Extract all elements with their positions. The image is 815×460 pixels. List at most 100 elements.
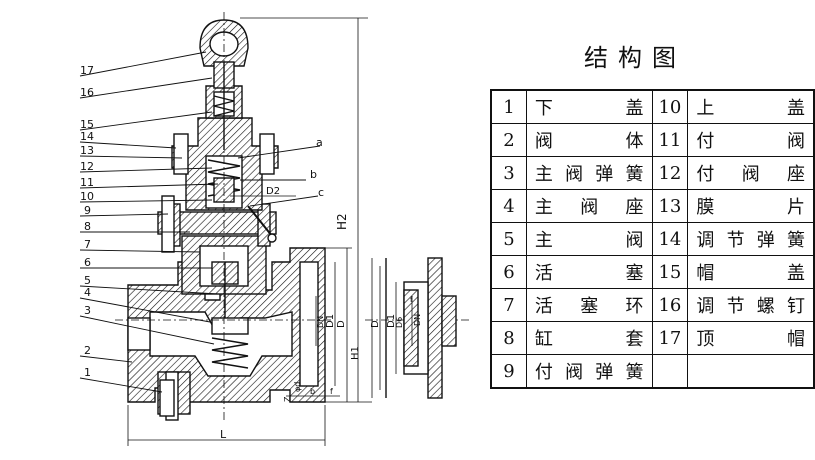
table-row: 8 缸套 17 顶帽 bbox=[490, 321, 815, 355]
part-name-text: 活塞 bbox=[534, 263, 644, 284]
callout-c: c bbox=[318, 186, 324, 199]
part-name: 阀体 bbox=[525, 123, 653, 157]
part-name: 上盖 bbox=[687, 89, 815, 124]
callout-11: 11 bbox=[80, 176, 94, 189]
callout-17: 17 bbox=[80, 64, 94, 77]
part-number: 16 bbox=[651, 288, 689, 322]
part-name: 活塞 bbox=[525, 255, 653, 289]
dimension-labels: H2 H1 L D2 D D1 DN D D1 D6 DN Z φd b f f bbox=[220, 186, 422, 441]
dim-d1-side: D1 bbox=[325, 314, 336, 328]
table-row: 3 主阀弹簧 12 付阀座 bbox=[490, 156, 815, 190]
page-title: 结构图 bbox=[584, 44, 686, 72]
callout-5: 5 bbox=[84, 274, 91, 287]
dim-h1: H1 bbox=[350, 346, 361, 360]
part-name-text: 阀体 bbox=[534, 131, 644, 152]
part-name-text: 调节螺钉 bbox=[696, 296, 805, 317]
dim-z: Z bbox=[283, 396, 292, 402]
dim-d-side: D bbox=[336, 320, 347, 328]
table-row: 1 下盖 10 上盖 bbox=[490, 89, 815, 124]
part-number: 13 bbox=[651, 189, 689, 223]
callout-10: 10 bbox=[80, 190, 94, 203]
table-row: 2 阀体 11 付阀 bbox=[490, 123, 815, 157]
part-number: 9 bbox=[490, 354, 527, 389]
part-name: 调节弹簧 bbox=[687, 222, 815, 256]
part-name-text: 缸套 bbox=[534, 329, 644, 350]
part-name-text: 付阀 bbox=[696, 131, 805, 152]
part-name: 膜片 bbox=[687, 189, 815, 223]
part-name: 顶帽 bbox=[687, 321, 815, 355]
part-name: 付阀 bbox=[687, 123, 815, 157]
callout-12: 12 bbox=[80, 160, 94, 173]
part-number: 2 bbox=[490, 123, 527, 157]
part-name-text: 帽盖 bbox=[696, 263, 805, 284]
part-name-text: 付阀座 bbox=[696, 164, 805, 185]
part-name-text: 付阀弹簧 bbox=[534, 362, 644, 383]
part-name-text: 主阀弹簧 bbox=[534, 164, 644, 185]
dim-f-small: f bbox=[410, 296, 413, 304]
callout-15: 15 bbox=[80, 118, 94, 131]
part-name-text: 顶帽 bbox=[696, 329, 805, 350]
dim-f: f bbox=[330, 387, 333, 396]
part-name: 主阀座 bbox=[525, 189, 653, 223]
part-name: 缸套 bbox=[525, 321, 653, 355]
flange-side-view bbox=[385, 257, 457, 399]
callout-4: 4 bbox=[84, 286, 91, 299]
dim-h2: H2 bbox=[335, 213, 349, 230]
part-number: 5 bbox=[490, 222, 527, 256]
valve-body-section bbox=[127, 19, 326, 421]
callout-7: 7 bbox=[84, 238, 91, 251]
callout-6: 6 bbox=[84, 256, 91, 269]
part-name: 活塞环 bbox=[525, 288, 653, 322]
part-number: 10 bbox=[651, 89, 689, 124]
dim-d2: D2 bbox=[266, 186, 280, 197]
part-number: 8 bbox=[490, 321, 527, 355]
dim-phi-d: φd bbox=[293, 382, 302, 392]
table-row: 7 活塞环 16 调节螺钉 bbox=[490, 288, 815, 322]
part-name: 付阀弹簧 bbox=[525, 354, 653, 389]
part-name-text: 膜片 bbox=[696, 197, 805, 218]
part-name-text: 活塞环 bbox=[534, 296, 644, 317]
callout-8: 8 bbox=[84, 220, 91, 233]
part-number: 12 bbox=[651, 156, 689, 190]
part-name-text: 调节弹簧 bbox=[696, 230, 805, 251]
part-number: 1 bbox=[490, 89, 527, 124]
callout-2: 2 bbox=[84, 344, 91, 357]
part-number: 3 bbox=[490, 156, 527, 190]
part-number: 6 bbox=[490, 255, 527, 289]
part-name: 主阀 bbox=[525, 222, 653, 256]
dim-dn-side: DN bbox=[316, 316, 325, 328]
table-row: 5 主阀 14 调节弹簧 bbox=[490, 222, 815, 256]
dim-d6: D6 bbox=[395, 317, 404, 328]
part-name-text: 上盖 bbox=[696, 98, 805, 119]
part-number: 17 bbox=[651, 321, 689, 355]
part-number: 14 bbox=[651, 222, 689, 256]
part-number: 7 bbox=[490, 288, 527, 322]
callout-16: 16 bbox=[80, 86, 94, 99]
part-name: 帽盖 bbox=[687, 255, 815, 289]
part-number: 15 bbox=[651, 255, 689, 289]
part-name-text: 下盖 bbox=[534, 98, 644, 119]
callout-14: 14 bbox=[80, 130, 94, 143]
dim-l: L bbox=[220, 428, 227, 441]
callout-3: 3 bbox=[84, 304, 91, 317]
dim-b: b bbox=[310, 387, 315, 396]
callout-13: 13 bbox=[80, 144, 94, 157]
callout-a: a bbox=[316, 136, 323, 149]
part-number bbox=[651, 354, 689, 389]
part-number: 11 bbox=[651, 123, 689, 157]
part-name bbox=[687, 354, 815, 389]
part-name: 主阀弹簧 bbox=[525, 156, 653, 190]
part-name: 付阀座 bbox=[687, 156, 815, 190]
part-name-text: 主阀座 bbox=[534, 197, 644, 218]
table-row: 9 付阀弹簧 bbox=[490, 354, 815, 389]
table-row: 6 活塞 15 帽盖 bbox=[490, 255, 815, 289]
part-name-text: 主阀 bbox=[534, 230, 644, 251]
dimension-lines bbox=[127, 17, 413, 446]
dim-d: D bbox=[370, 320, 381, 328]
dim-dn: DN bbox=[413, 314, 422, 326]
part-name: 下盖 bbox=[525, 89, 653, 124]
callout-numbers: 17 16 15 14 13 12 11 10 9 8 7 6 5 4 3 2 … bbox=[80, 64, 324, 379]
